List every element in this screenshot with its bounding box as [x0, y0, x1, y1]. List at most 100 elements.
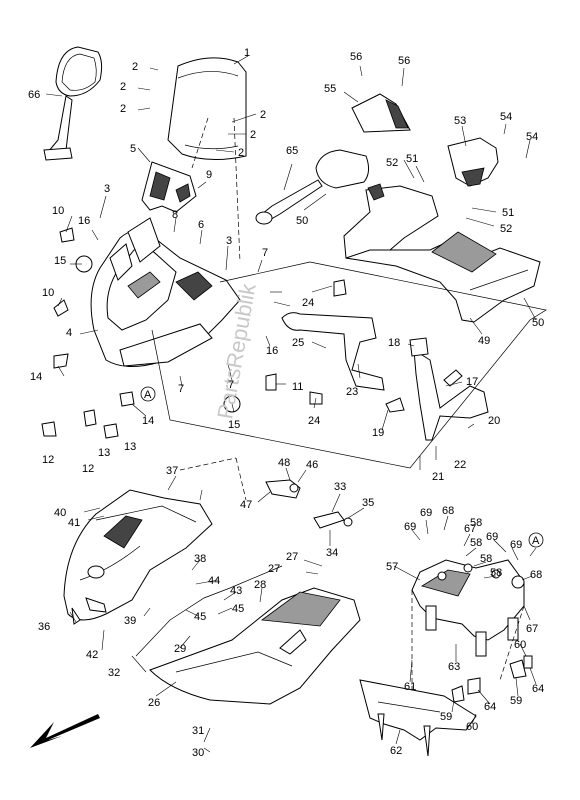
callout-55-1: 55 [324, 83, 336, 95]
bracket-5 [141, 161, 197, 213]
callout-21-1: 21 [432, 471, 444, 483]
callout-16-1: 16 [78, 215, 90, 227]
mirror-left [43, 46, 103, 161]
callout-52-2: 52 [500, 223, 512, 235]
front-sub-frame [411, 559, 525, 657]
callout-58-1: 58 [470, 517, 482, 529]
callout-44-1: 44 [208, 575, 220, 587]
front-direction-arrow [30, 714, 100, 748]
callout-12-1: 12 [42, 454, 54, 466]
callout-12-2: 12 [82, 463, 94, 475]
callout-28-1: 28 [254, 579, 266, 591]
callout-19-1: 19 [372, 427, 384, 439]
callout-52-1: 52 [386, 157, 398, 169]
callout-61-1: 61 [404, 681, 416, 693]
callout-68-1: 68 [442, 505, 454, 517]
callout-14-1: 14 [30, 371, 42, 383]
callout-5-1: 5 [130, 143, 136, 155]
duct-55 [351, 93, 411, 133]
callout-59-1: 59 [440, 711, 452, 723]
callout-13-2: 13 [124, 441, 136, 453]
callout-10-1: 10 [52, 205, 64, 217]
callout-24-1: 24 [302, 297, 314, 309]
callout-7-2: 7 [228, 379, 234, 391]
callout-51-2: 51 [502, 207, 514, 219]
callout-10-2: 10 [42, 287, 54, 299]
callout-38-1: 38 [194, 553, 206, 565]
callout-56-2: 56 [398, 55, 410, 67]
windscreen [167, 57, 247, 161]
bracket-33 [313, 511, 353, 529]
callout-30-1: 30 [192, 747, 204, 759]
callout-17-1: 17 [466, 376, 478, 388]
callout-A-2: A [528, 532, 544, 548]
callout-2-1: 2 [132, 61, 138, 73]
callout-18-1: 18 [388, 337, 400, 349]
callout-58-4: 58 [490, 567, 502, 579]
callout-67-2: 67 [526, 623, 538, 635]
callout-15-2: 15 [228, 419, 240, 431]
right-inner-fairing [343, 183, 541, 323]
callout-48-1: 48 [278, 457, 290, 469]
callout-27-2: 27 [268, 563, 280, 575]
callout-2-5: 2 [250, 129, 256, 141]
callout-65-1: 65 [286, 145, 298, 157]
mirror-right [255, 149, 370, 225]
callout-26-1: 26 [148, 697, 160, 709]
callout-62-1: 62 [390, 745, 402, 757]
callout-58-2: 58 [470, 537, 482, 549]
callout-56-1: 56 [350, 51, 362, 63]
callout-15-1: 15 [54, 255, 66, 267]
bracket-46 [265, 479, 301, 499]
callout-A-1: A [140, 386, 156, 402]
callout-69-4: 69 [510, 539, 522, 551]
callout-1-1: 1 [244, 47, 250, 59]
callout-8-1: 8 [172, 209, 178, 221]
callout-36-1: 36 [38, 621, 50, 633]
cover-62 [359, 679, 477, 757]
lower-cowl-left [63, 489, 213, 625]
callout-67-1: 67 [464, 523, 476, 535]
callout-4-1: 4 [66, 327, 72, 339]
callout-2-2: 2 [120, 81, 126, 93]
callout-69-2: 69 [420, 507, 432, 519]
callout-label-text: A [144, 389, 152, 401]
callout-27-1: 27 [286, 551, 298, 563]
callout-40-1: 40 [54, 507, 66, 519]
callout-60-1: 60 [466, 721, 478, 733]
callout-2-3: 2 [120, 103, 126, 115]
callout-69-1: 69 [404, 521, 416, 533]
callout-34-1: 34 [326, 547, 338, 559]
callout-60-2: 60 [514, 639, 526, 651]
callout-31-1: 31 [192, 725, 204, 737]
callout-20-1: 20 [488, 415, 500, 427]
callout-57-1: 57 [386, 561, 398, 573]
callout-50-2: 50 [532, 317, 544, 329]
callout-33-1: 33 [334, 481, 346, 493]
callout-51-1: 51 [406, 153, 418, 165]
callout-7-3: 7 [178, 383, 184, 395]
callout-54-1: 54 [500, 111, 512, 123]
leader-lines [45, 55, 537, 753]
callout-2-6: 2 [238, 147, 244, 159]
callout-9-1: 9 [206, 169, 212, 181]
duct-53 [447, 137, 499, 187]
callout-50-1: 50 [296, 215, 308, 227]
callout-68-2: 68 [530, 569, 542, 581]
callout-63-1: 63 [448, 661, 460, 673]
callout-7-1: 7 [262, 247, 268, 259]
callout-35-1: 35 [362, 497, 374, 509]
callout-25-1: 25 [292, 337, 304, 349]
callout-69-3: 69 [486, 531, 498, 543]
upper-fairing [90, 217, 241, 367]
callout-45-1: 45 [194, 611, 206, 623]
callout-49-1: 49 [478, 335, 490, 347]
callout-14-2: 14 [142, 415, 154, 427]
under-panel [149, 587, 361, 705]
callout-58-3: 58 [480, 553, 492, 565]
callout-66-1: 66 [28, 89, 40, 101]
callout-42-1: 42 [86, 649, 98, 661]
stay-assembly [385, 337, 489, 441]
grommets [451, 655, 533, 703]
callout-39-1: 39 [124, 615, 136, 627]
